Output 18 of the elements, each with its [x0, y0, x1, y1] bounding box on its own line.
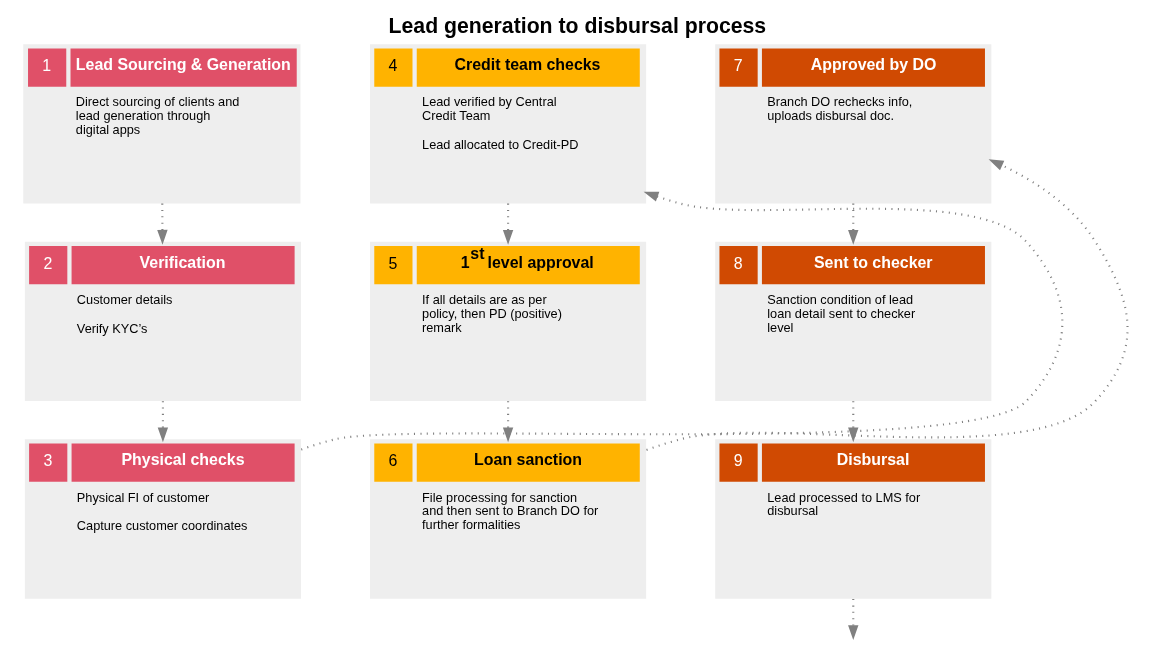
arrow	[848, 401, 859, 443]
arrow	[300, 191, 1063, 451]
node-box: 4 Credit team checks Lead verified by Central Credit Team Lead allocated to Credit-PD	[370, 44, 647, 204]
node-box: 9 Disbursal Lead processed to LMS for disbursal	[715, 439, 992, 599]
arrow	[848, 203, 859, 245]
node-box: 3 Physical checks Physical FI of customer Capture customer coordinates	[24, 439, 301, 599]
diagram-title: Lead generation to disbursal process	[388, 13, 767, 38]
arrow	[157, 203, 168, 245]
node-box: 6 Loan sanction File processing for sanction and then sent to Branch DO for further formalities	[370, 439, 647, 599]
node-box: 8 Sent to checker Sanction condition of lead loan detail sent to checker level	[715, 241, 992, 402]
arrow	[502, 203, 514, 245]
arrow	[848, 598, 859, 641]
arrow	[646, 159, 1129, 451]
node-box: 7 Approved by DO Branch DO rechecks info, uploads disbursal doc.	[715, 44, 992, 204]
arrow	[502, 401, 514, 443]
arrow	[157, 401, 169, 443]
node-box: 2 Verification Customer details Verify KYC’s	[24, 241, 301, 402]
node-box: 1 Lead Sourcing & Generation Direct sourcing of clients and lead generation through digital apps	[23, 44, 301, 204]
